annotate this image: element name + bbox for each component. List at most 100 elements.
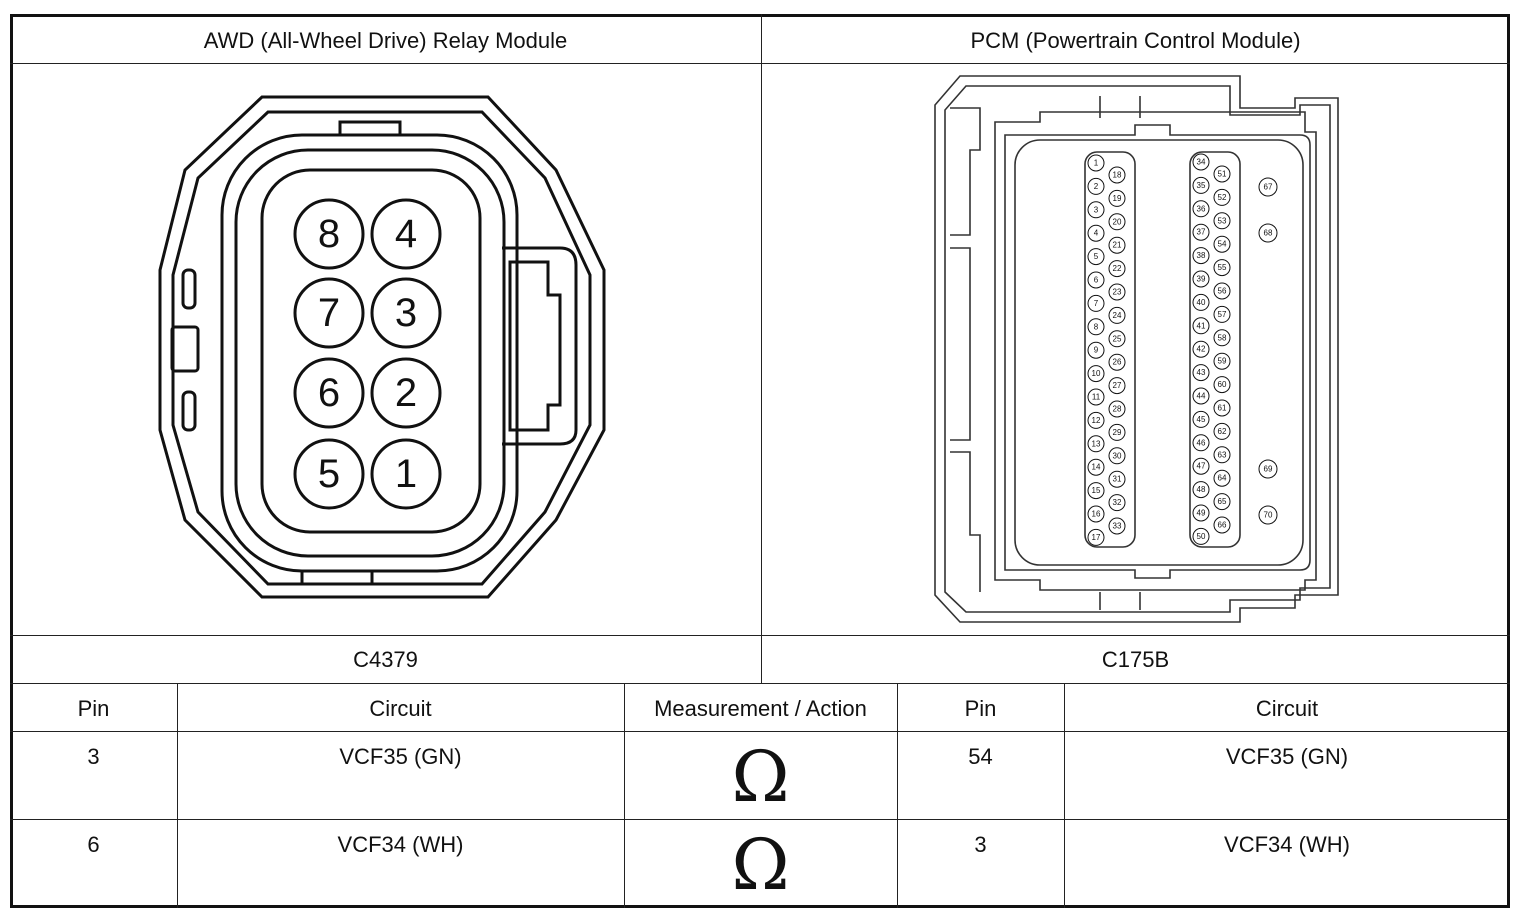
svg-text:39: 39 xyxy=(1197,275,1206,284)
col-divider-1 xyxy=(177,683,178,908)
svg-text:5: 5 xyxy=(318,452,340,496)
pcm-pin-8: 8 xyxy=(1087,318,1105,336)
svg-text:61: 61 xyxy=(1218,404,1227,413)
svg-text:63: 63 xyxy=(1218,450,1227,459)
pcm-pin-24: 24 xyxy=(1108,306,1126,324)
svg-text:20: 20 xyxy=(1113,217,1122,226)
pcm-pin-28: 28 xyxy=(1108,400,1126,418)
svg-text:21: 21 xyxy=(1113,241,1122,250)
pcm-pin-11: 11 xyxy=(1087,388,1105,406)
image-divider xyxy=(10,635,1510,636)
pcm-pin-7: 7 xyxy=(1087,294,1105,312)
ohm-symbol-icon: Ω xyxy=(731,736,790,818)
svg-text:2: 2 xyxy=(395,371,417,415)
pcm-pin-42: 42 xyxy=(1192,340,1210,358)
pcm-pin-65: 65 xyxy=(1213,493,1231,511)
svg-text:14: 14 xyxy=(1092,463,1101,472)
svg-text:15: 15 xyxy=(1092,486,1101,495)
svg-text:33: 33 xyxy=(1113,522,1122,531)
svg-text:45: 45 xyxy=(1197,415,1206,424)
pcm-pin-5: 5 xyxy=(1087,248,1105,266)
svg-text:43: 43 xyxy=(1197,368,1206,377)
pcm-pin-15: 15 xyxy=(1087,482,1105,500)
svg-text:41: 41 xyxy=(1197,321,1206,330)
svg-text:10: 10 xyxy=(1092,369,1101,378)
pcm-pin-29: 29 xyxy=(1108,423,1126,441)
table-header-pin-left: Pin xyxy=(77,696,110,721)
pcm-pin-36: 36 xyxy=(1192,200,1210,218)
col-divider-2 xyxy=(624,683,625,908)
pcm-pin-56: 56 xyxy=(1213,282,1231,300)
pcm-pin-59: 59 xyxy=(1213,352,1231,370)
pcm-pin-9: 9 xyxy=(1087,341,1105,359)
pcm-pin-38: 38 xyxy=(1192,247,1210,265)
pcm-pin-55: 55 xyxy=(1213,259,1231,277)
table-row-2-pin-left: 6 xyxy=(87,832,100,857)
table-row-divider xyxy=(10,819,1510,820)
svg-text:5: 5 xyxy=(1094,252,1099,261)
table-row-1-pin-left: 3 xyxy=(87,744,100,769)
svg-text:3: 3 xyxy=(1094,205,1099,214)
pcm-pin-31: 31 xyxy=(1108,470,1126,488)
pcm-pin-60: 60 xyxy=(1213,376,1231,394)
svg-text:7: 7 xyxy=(1094,299,1099,308)
pcm-pin-58: 58 xyxy=(1213,329,1231,347)
svg-text:40: 40 xyxy=(1197,298,1206,307)
svg-text:51: 51 xyxy=(1218,170,1227,179)
pcm-pin-50: 50 xyxy=(1192,527,1210,545)
pcm-connector-diagram: 1234567891011121314151617181920212223242… xyxy=(934,75,1339,623)
svg-text:6: 6 xyxy=(1094,276,1099,285)
pcm-pin-63: 63 xyxy=(1213,446,1231,464)
svg-text:68: 68 xyxy=(1264,229,1273,238)
pcm-pin-17: 17 xyxy=(1087,528,1105,546)
awd-pin-7: 7 xyxy=(293,277,365,349)
pcm-pin-51: 51 xyxy=(1213,165,1231,183)
awd-pin-5: 5 xyxy=(293,438,365,510)
pcm-pin-32: 32 xyxy=(1108,494,1126,512)
svg-text:22: 22 xyxy=(1113,264,1122,273)
svg-text:59: 59 xyxy=(1218,357,1227,366)
svg-text:26: 26 xyxy=(1113,358,1122,367)
pcm-pin-1: 1 xyxy=(1087,154,1105,172)
table-header-circuit-left: Circuit xyxy=(369,696,432,721)
svg-text:47: 47 xyxy=(1197,462,1206,471)
svg-text:34: 34 xyxy=(1197,158,1206,167)
svg-text:3: 3 xyxy=(395,291,417,335)
pcm-pin-52: 52 xyxy=(1213,188,1231,206)
svg-text:12: 12 xyxy=(1092,416,1101,425)
svg-text:36: 36 xyxy=(1197,204,1206,213)
svg-text:19: 19 xyxy=(1113,194,1122,203)
diagram-frame xyxy=(10,14,1510,908)
svg-text:4: 4 xyxy=(1094,229,1099,238)
pcm-pin-37: 37 xyxy=(1192,223,1210,241)
table-row-1-pin-right: 54 xyxy=(968,744,993,769)
pcm-pin-43: 43 xyxy=(1192,364,1210,382)
awd-pin-2: 2 xyxy=(370,357,442,429)
table-row-2-pin-right: 3 xyxy=(974,832,987,857)
table-header-pin-right: Pin xyxy=(964,696,997,721)
pcm-connector-label: C175B xyxy=(1101,647,1170,672)
svg-text:29: 29 xyxy=(1113,428,1122,437)
pcm-pin-41: 41 xyxy=(1192,317,1210,335)
svg-text:70: 70 xyxy=(1264,511,1273,520)
col-divider-4 xyxy=(1064,683,1065,908)
svg-text:7: 7 xyxy=(318,291,340,335)
svg-text:62: 62 xyxy=(1218,427,1227,436)
pcm-pin-12: 12 xyxy=(1087,411,1105,429)
pcm-pin-27: 27 xyxy=(1108,377,1126,395)
svg-text:8: 8 xyxy=(1094,322,1099,331)
svg-text:60: 60 xyxy=(1218,380,1227,389)
pcm-pin-18: 18 xyxy=(1108,166,1126,184)
svg-text:13: 13 xyxy=(1092,439,1101,448)
pcm-pin-69: 69 xyxy=(1258,459,1278,479)
pcm-pin-64: 64 xyxy=(1213,469,1231,487)
pcm-pin-48: 48 xyxy=(1192,481,1210,499)
pcm-pin-39: 39 xyxy=(1192,270,1210,288)
table-header-measurement: Measurement / Action xyxy=(654,696,867,721)
table-row-2-circuit-left: VCF34 (WH) xyxy=(337,832,464,857)
pcm-pin-26: 26 xyxy=(1108,353,1126,371)
svg-text:32: 32 xyxy=(1113,498,1122,507)
pcm-pin-10: 10 xyxy=(1087,365,1105,383)
pcm-pin-13: 13 xyxy=(1087,435,1105,453)
svg-text:35: 35 xyxy=(1197,181,1206,190)
